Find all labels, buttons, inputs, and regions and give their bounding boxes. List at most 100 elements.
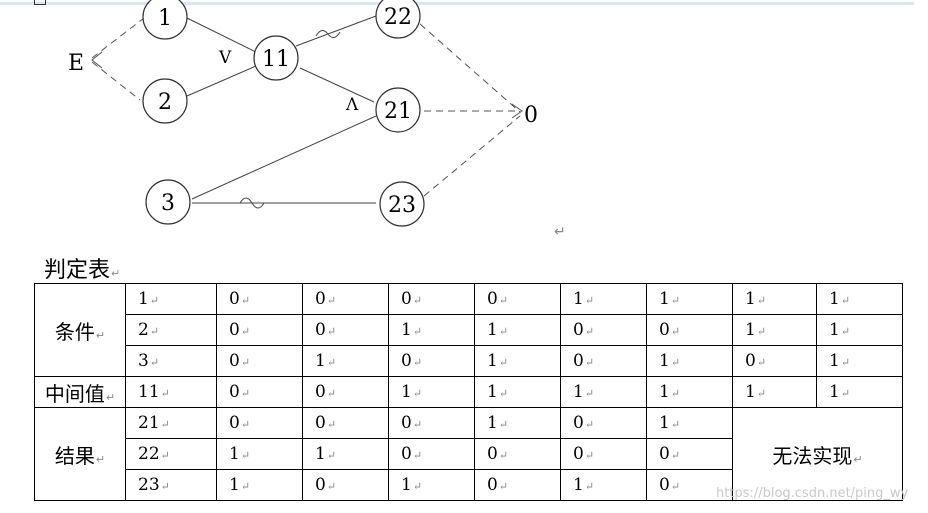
value-cell-text: 1 [487, 413, 498, 433]
value-cell-text: 0 [573, 351, 584, 371]
paragraph-mark: ↵ [149, 294, 160, 307]
value-cell: 0↵ [216, 407, 303, 439]
paragraph-mark: ↵ [584, 387, 595, 400]
value-cell: 0↵ [388, 438, 475, 470]
paragraph-mark: ↵ [240, 480, 251, 493]
paragraph-mark: ↵ [240, 294, 251, 307]
value-cell: 1↵ [732, 314, 817, 346]
value-cell-text: 0 [573, 444, 584, 464]
value-cell: 1↵ [646, 345, 733, 377]
value-cell-text: 1 [487, 382, 498, 402]
solid-links [186, 15, 377, 209]
value-cell: 1↵ [216, 469, 303, 501]
value-cell-text: 1 [659, 351, 670, 371]
paragraph-mark: ↵ [670, 356, 681, 369]
paragraph-mark: ↵ [498, 418, 509, 431]
paragraph-mark: ↵ [756, 325, 767, 338]
or-operator: V [218, 48, 232, 68]
row-id-cell: 23↵ [125, 469, 217, 501]
value-cell-text: 1 [573, 289, 584, 309]
value-cell-text: 0 [315, 475, 326, 495]
value-cell-text: 0 [401, 289, 412, 309]
node-21 [375, 87, 421, 133]
value-cell: 0↵ [646, 438, 733, 470]
value-cell: 0↵ [216, 314, 303, 346]
paragraph-mark: ↵ [240, 449, 251, 462]
row-header-intermediate: 中间值↵ [34, 376, 126, 408]
value-cell-text: 1 [315, 444, 326, 464]
paragraph-mark: ↵ [240, 418, 251, 431]
node-23-label: 23 [388, 193, 416, 218]
paragraph-mark: ↵ [326, 294, 337, 307]
row-header-results-text: 结果 [54, 443, 95, 468]
paragraph-mark: ↵ [554, 224, 566, 240]
paragraph-mark: ↵ [756, 356, 767, 369]
value-cell: 1↵ [474, 314, 561, 346]
paragraph-mark: ↵ [840, 387, 851, 400]
value-cell: 1↵ [216, 438, 303, 470]
value-cell-text: 0 [573, 413, 584, 433]
value-cell: 1↵ [816, 376, 903, 408]
value-cell: 1↵ [560, 283, 647, 315]
paragraph-mark: ↵ [111, 267, 121, 280]
value-cell-text: 1 [573, 475, 584, 495]
paragraph-mark: ↵ [498, 387, 509, 400]
paragraph-mark: ↵ [584, 356, 595, 369]
paragraph-mark: ↵ [412, 480, 423, 493]
paragraph-mark: ↵ [584, 294, 595, 307]
row-header-results: 结果↵ [34, 407, 126, 501]
paragraph-mark: ↵ [412, 449, 423, 462]
value-cell-text: 0 [315, 320, 326, 340]
paragraph-mark: ↵ [412, 325, 423, 338]
paragraph-mark: ↵ [498, 480, 509, 493]
paragraph-mark: ↵ [584, 480, 595, 493]
value-cell: 0↵ [216, 345, 303, 377]
value-cell: 1↵ [816, 314, 903, 346]
value-cell-text: 0 [745, 351, 756, 371]
paragraph-mark: ↵ [160, 387, 170, 400]
value-cell-text: 1 [829, 320, 840, 340]
row-id-cell-text: 23 [138, 475, 160, 495]
row-id-cell: 3↵ [125, 345, 217, 377]
paragraph-mark: ↵ [756, 294, 767, 307]
row-id-cell: 22↵ [125, 438, 217, 470]
value-cell: 0↵ [216, 283, 303, 315]
row-id-cell-text: 22 [138, 444, 160, 464]
paragraph-mark: ↵ [498, 325, 509, 338]
row-header-conditions: 条件↵ [34, 283, 126, 377]
arrow-e [91, 51, 103, 69]
value-cell-text: 0 [229, 289, 240, 309]
value-cell: 1↵ [732, 376, 817, 408]
value-cell: 0↵ [560, 345, 647, 377]
node-3 [145, 179, 191, 225]
paragraph-mark: ↵ [670, 480, 681, 493]
paragraph-mark: ↵ [105, 390, 116, 404]
paragraph-mark: ↵ [326, 387, 337, 400]
value-cell: 0↵ [388, 407, 475, 439]
value-cell-text: 0 [401, 413, 412, 433]
row-id-cell: 11↵ [125, 376, 217, 408]
value-cell: 1↵ [816, 345, 903, 377]
value-cell: 0↵ [388, 283, 475, 315]
paragraph-mark: ↵ [498, 294, 509, 307]
value-cell-text: 1 [401, 475, 412, 495]
value-cell: 0↵ [302, 314, 389, 346]
node-23 [379, 181, 425, 227]
node-22-label: 22 [384, 5, 412, 30]
value-cell-text: 1 [745, 382, 756, 402]
paragraph-mark: ↵ [240, 387, 251, 400]
value-cell: 1↵ [388, 314, 475, 346]
paragraph-mark: ↵ [326, 449, 337, 462]
value-cell-text: 0 [315, 289, 326, 309]
value-cell: 0↵ [560, 438, 647, 470]
arrow-o [511, 103, 523, 119]
value-cell: 0↵ [474, 438, 561, 470]
value-cell-text: 0 [229, 413, 240, 433]
top-rule [0, 2, 914, 5]
value-cell: 1↵ [646, 283, 733, 315]
row-id-cell-text: 21 [138, 413, 160, 433]
paragraph-mark: ↵ [326, 480, 337, 493]
value-cell-text: 0 [401, 444, 412, 464]
value-cell-text: 1 [401, 382, 412, 402]
value-cell-text: 1 [829, 289, 840, 309]
